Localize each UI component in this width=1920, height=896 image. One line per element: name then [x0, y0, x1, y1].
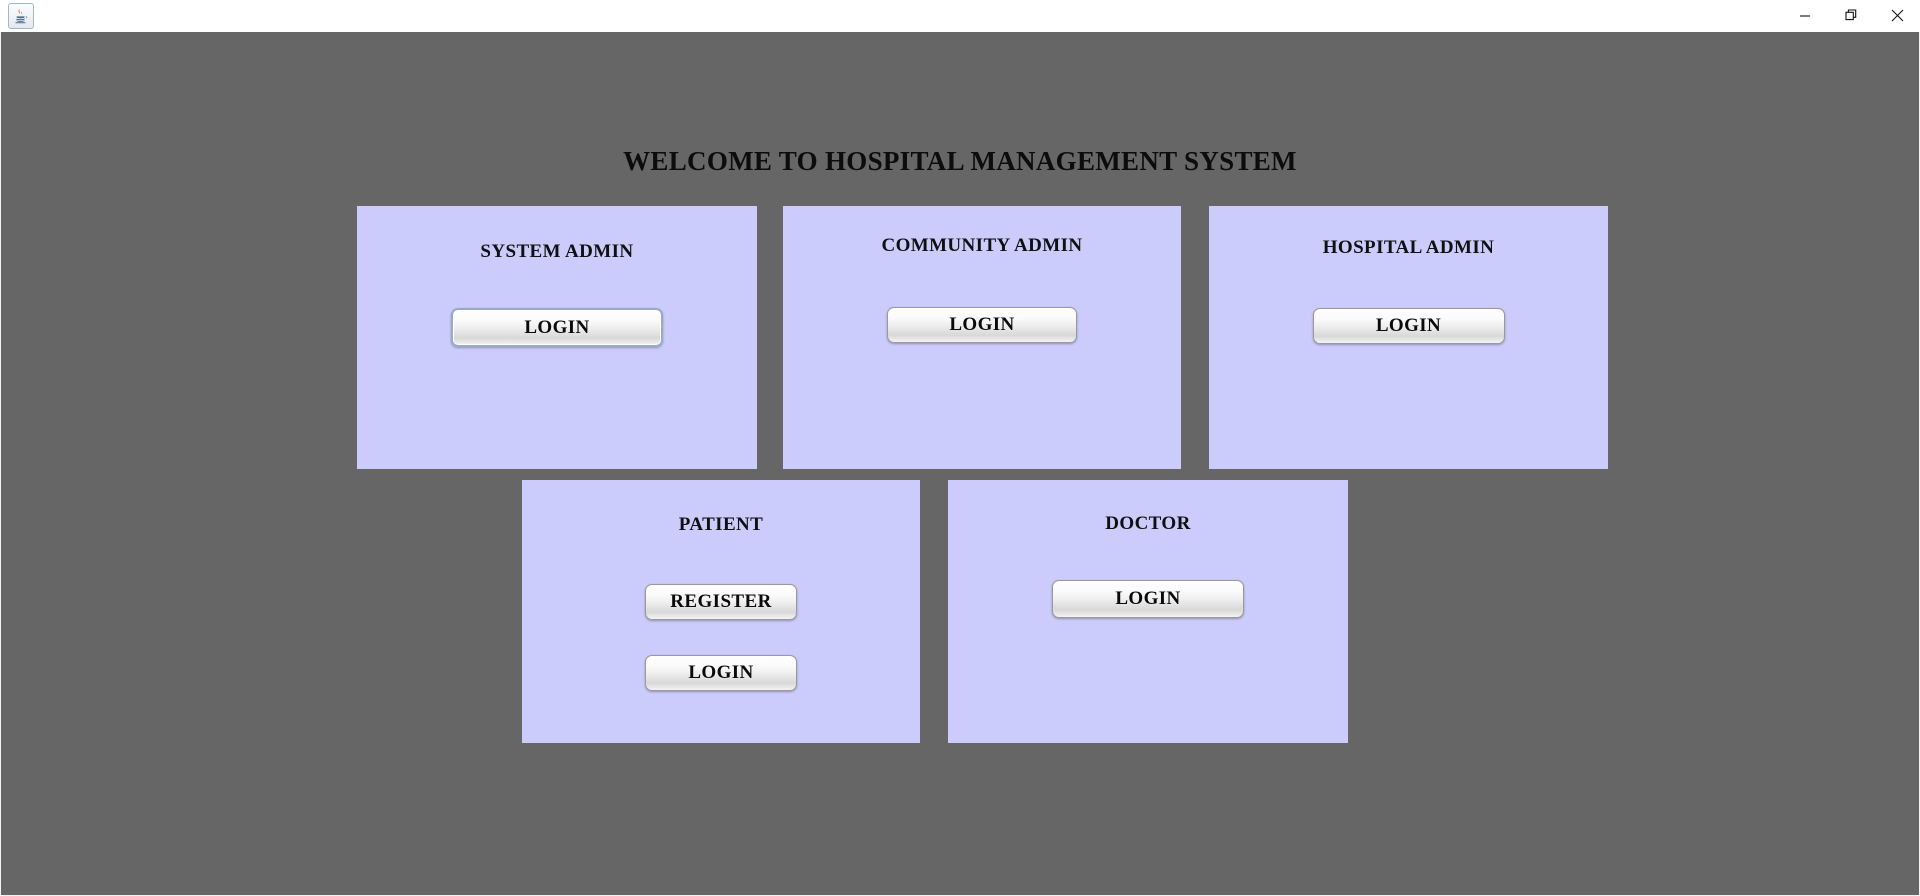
panel-title-patient: PATIENT	[678, 514, 764, 535]
patient-register-button[interactable]: REGISTER	[645, 584, 797, 620]
panel-system-admin: SYSTEM ADMIN LOGIN	[357, 206, 757, 469]
panel-title-system-admin: SYSTEM ADMIN	[480, 241, 634, 262]
panel-hospital-admin: HOSPITAL ADMIN LOGIN	[1209, 206, 1608, 469]
java-coffee-cup-icon	[8, 2, 34, 29]
title-bar	[0, 0, 1920, 32]
panel-community-admin: COMMUNITY ADMIN LOGIN	[783, 206, 1181, 469]
doctor-login-button[interactable]: LOGIN	[1052, 580, 1244, 618]
panel-doctor: DOCTOR LOGIN	[948, 480, 1348, 743]
page-title: WELCOME TO HOSPITAL MANAGEMENT SYSTEM	[623, 146, 1297, 176]
system-admin-login-button[interactable]: LOGIN	[451, 308, 663, 347]
close-icon[interactable]	[1874, 0, 1920, 31]
restore-icon[interactable]	[1828, 0, 1874, 31]
panel-title-community-admin: COMMUNITY ADMIN	[881, 235, 1083, 256]
content-area: WELCOME TO HOSPITAL MANAGEMENT SYSTEM SY…	[0, 32, 1920, 896]
panel-patient: PATIENT REGISTER LOGIN	[522, 480, 920, 743]
patient-login-button[interactable]: LOGIN	[645, 655, 797, 691]
window-controls	[1782, 0, 1920, 32]
hospital-admin-login-button[interactable]: LOGIN	[1312, 308, 1505, 344]
panel-title-hospital-admin: HOSPITAL ADMIN	[1322, 237, 1495, 258]
community-admin-login-button[interactable]: LOGIN	[887, 307, 1077, 343]
minimize-icon[interactable]	[1782, 0, 1828, 31]
title-bar-left	[0, 2, 34, 29]
panel-title-doctor: DOCTOR	[1105, 513, 1191, 534]
